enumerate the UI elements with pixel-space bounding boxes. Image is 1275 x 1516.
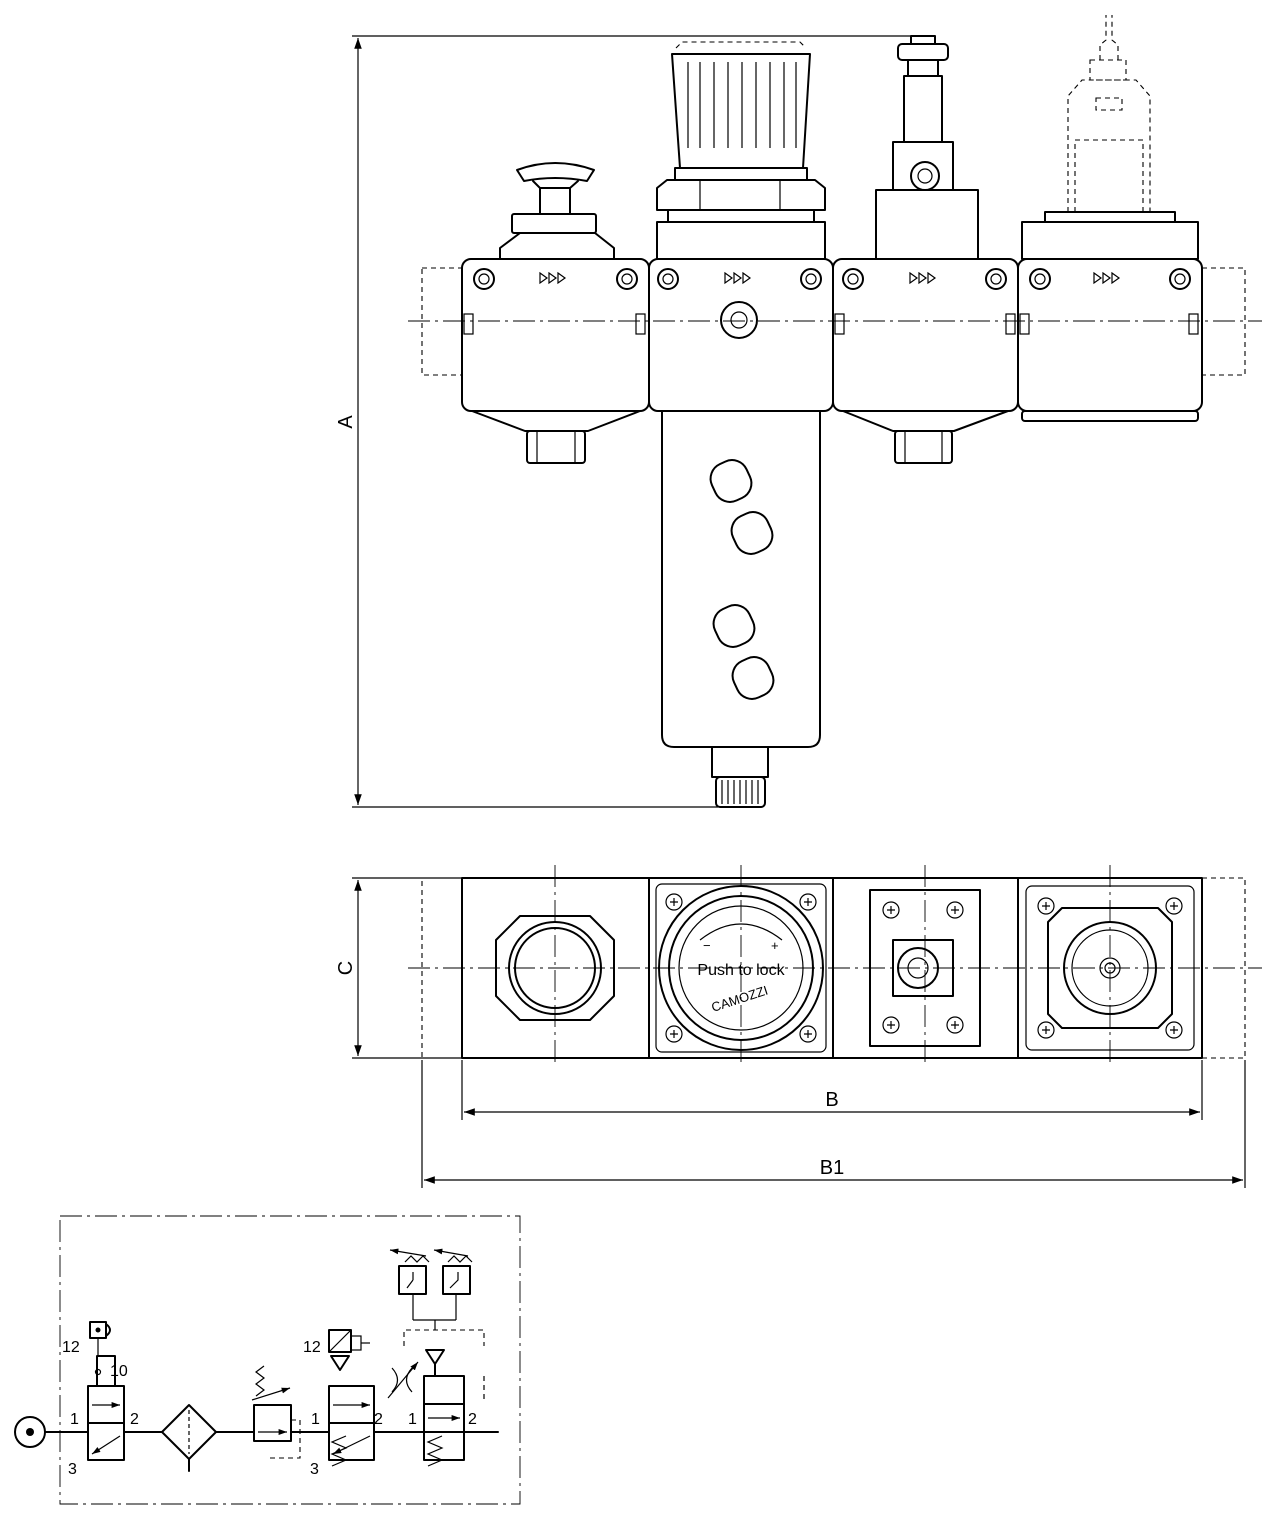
top-view: − + Push to lock CAMOZZI	[335, 865, 1262, 1188]
svg-text:12: 12	[303, 1339, 321, 1356]
dimension-b-label: B	[825, 1089, 838, 1111]
schematic-flow-control	[387, 1361, 419, 1399]
svg-text:2: 2	[468, 1411, 477, 1428]
svg-text:12: 12	[62, 1339, 80, 1356]
front-module-regulator	[648, 41, 834, 808]
push-to-lock-label: Push to lock	[697, 962, 785, 979]
svg-text:1: 1	[408, 1411, 417, 1428]
front-module-valve	[461, 162, 650, 464]
front-module-switch	[1017, 15, 1203, 422]
schematic-regulator	[251, 1365, 330, 1459]
front-module-solenoid	[832, 35, 1019, 464]
pneumatic-schematic: 12 10 1 2 3	[14, 1215, 521, 1505]
schematic-solenoid-valve: 12 1 2 3	[303, 1329, 425, 1478]
dimension-c: C	[335, 877, 462, 1059]
svg-text:2: 2	[130, 1411, 139, 1428]
sight-slots	[709, 459, 775, 700]
svg-text:+: +	[771, 938, 779, 953]
svg-text:10: 10	[110, 1363, 128, 1380]
svg-text:2: 2	[374, 1411, 383, 1428]
svg-text:3: 3	[310, 1461, 319, 1478]
schematic-manual-valve: 12 10 1 2 3	[62, 1321, 163, 1478]
top-module-solenoid	[869, 889, 981, 1047]
top-module-valve	[495, 915, 615, 1021]
svg-text:1: 1	[70, 1411, 79, 1428]
dimension-b1: B1	[421, 1060, 1246, 1188]
top-module-regulator: − + Push to lock CAMOZZI	[655, 883, 827, 1053]
front-view: A	[335, 15, 1262, 808]
svg-text:−: −	[703, 938, 711, 953]
schematic-filter	[161, 1404, 255, 1472]
svg-text:3: 3	[68, 1461, 77, 1478]
schematic-soft-start-valve: 1 2	[389, 1248, 499, 1467]
brand-label: CAMOZZI	[709, 983, 769, 1015]
dimension-c-label: C	[335, 961, 357, 975]
dimension-b1-label: B1	[820, 1157, 844, 1179]
dimension-a: A	[335, 35, 920, 808]
svg-text:1: 1	[311, 1411, 320, 1428]
dimension-b: B	[461, 1060, 1203, 1120]
top-module-switch	[1025, 885, 1195, 1051]
dimension-a-label: A	[335, 415, 357, 429]
